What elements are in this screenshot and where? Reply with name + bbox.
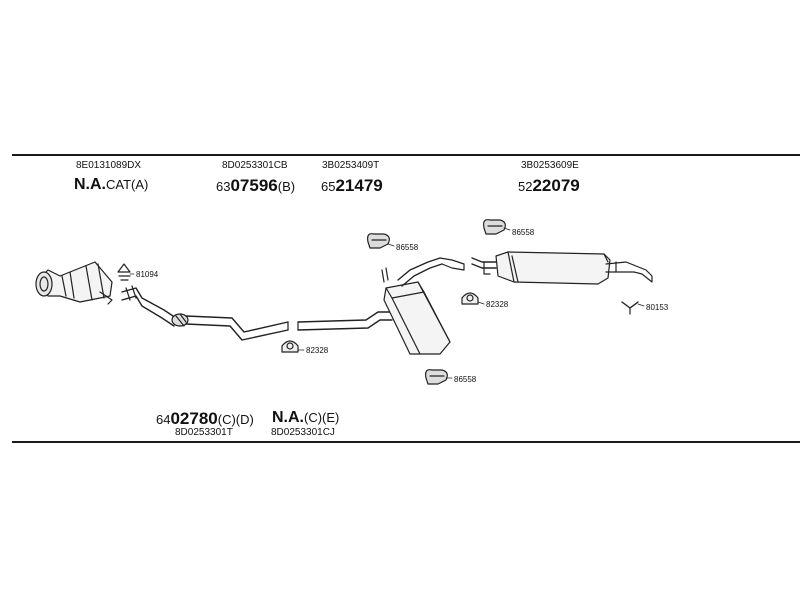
bottom-code-1: 8D0253301T xyxy=(175,427,233,438)
bottom-rule xyxy=(12,441,800,443)
top-order-1-main: N.A. xyxy=(74,176,106,193)
top-order-3: 6521479 xyxy=(321,177,383,194)
middle-pipe xyxy=(185,315,289,341)
top-order-4-prefix: 52 xyxy=(518,179,533,194)
label-86558-b: 86558 xyxy=(512,228,535,237)
bottom-order-1-main: 02780 xyxy=(170,409,218,428)
clamp-82328-upper xyxy=(461,292,479,305)
top-order-2-suffix: (B) xyxy=(277,179,296,194)
top-code-2: 8D0253301CB xyxy=(222,160,288,171)
top-order-3-prefix: 65 xyxy=(321,179,336,194)
label-80153: 80153 xyxy=(646,303,669,312)
hanger-86558-c xyxy=(425,369,448,385)
top-order-2-main: 07596 xyxy=(230,176,278,195)
middle-silencer xyxy=(381,257,465,355)
bottom-order-2: N.A.(C)(E) xyxy=(272,410,339,426)
label-82328-b: 82328 xyxy=(306,346,329,355)
bottom-order-2-main: N.A. xyxy=(272,409,304,426)
bottom-code-2: 8D0253301CJ xyxy=(271,427,335,438)
catalytic-converter xyxy=(35,261,113,305)
label-86558-c: 86558 xyxy=(454,375,477,384)
clamp-81094 xyxy=(117,263,131,281)
top-code-3: 3B0253409T xyxy=(322,160,380,171)
top-order-4: 5222079 xyxy=(518,177,580,194)
rear-silencer xyxy=(471,251,653,285)
top-code-1: 8E0131089DX xyxy=(76,160,142,171)
top-order-4-main: 22079 xyxy=(532,176,580,195)
bottom-order-1-prefix: 64 xyxy=(156,412,171,427)
top-order-3-main: 21479 xyxy=(335,176,383,195)
connecting-pipe xyxy=(297,311,393,331)
label-86558-a: 86558 xyxy=(396,243,419,252)
mount-80153 xyxy=(621,301,639,315)
top-order-2-prefix: 63 xyxy=(216,179,231,194)
clamp-82328-lower xyxy=(281,340,299,353)
front-pipe xyxy=(121,285,189,327)
top-order-1-suffix: CAT(A) xyxy=(106,177,149,192)
top-order-2: 6307596(B) xyxy=(216,177,295,194)
hanger-86558-b xyxy=(483,219,506,235)
bottom-order-2-suffix: (C)(E) xyxy=(304,410,340,425)
bottom-order-1-suffix: (C)(D) xyxy=(217,412,254,427)
top-rule xyxy=(12,154,800,156)
label-81094: 81094 xyxy=(136,270,159,279)
hanger-86558-a xyxy=(367,233,390,249)
label-82328-a: 82328 xyxy=(486,300,509,309)
top-code-4: 3B0253609E xyxy=(521,160,579,171)
bottom-order-1: 6402780(C)(D) xyxy=(156,410,254,427)
leader-lines xyxy=(129,227,645,379)
top-order-1: N.A.CAT(A) xyxy=(74,177,148,193)
